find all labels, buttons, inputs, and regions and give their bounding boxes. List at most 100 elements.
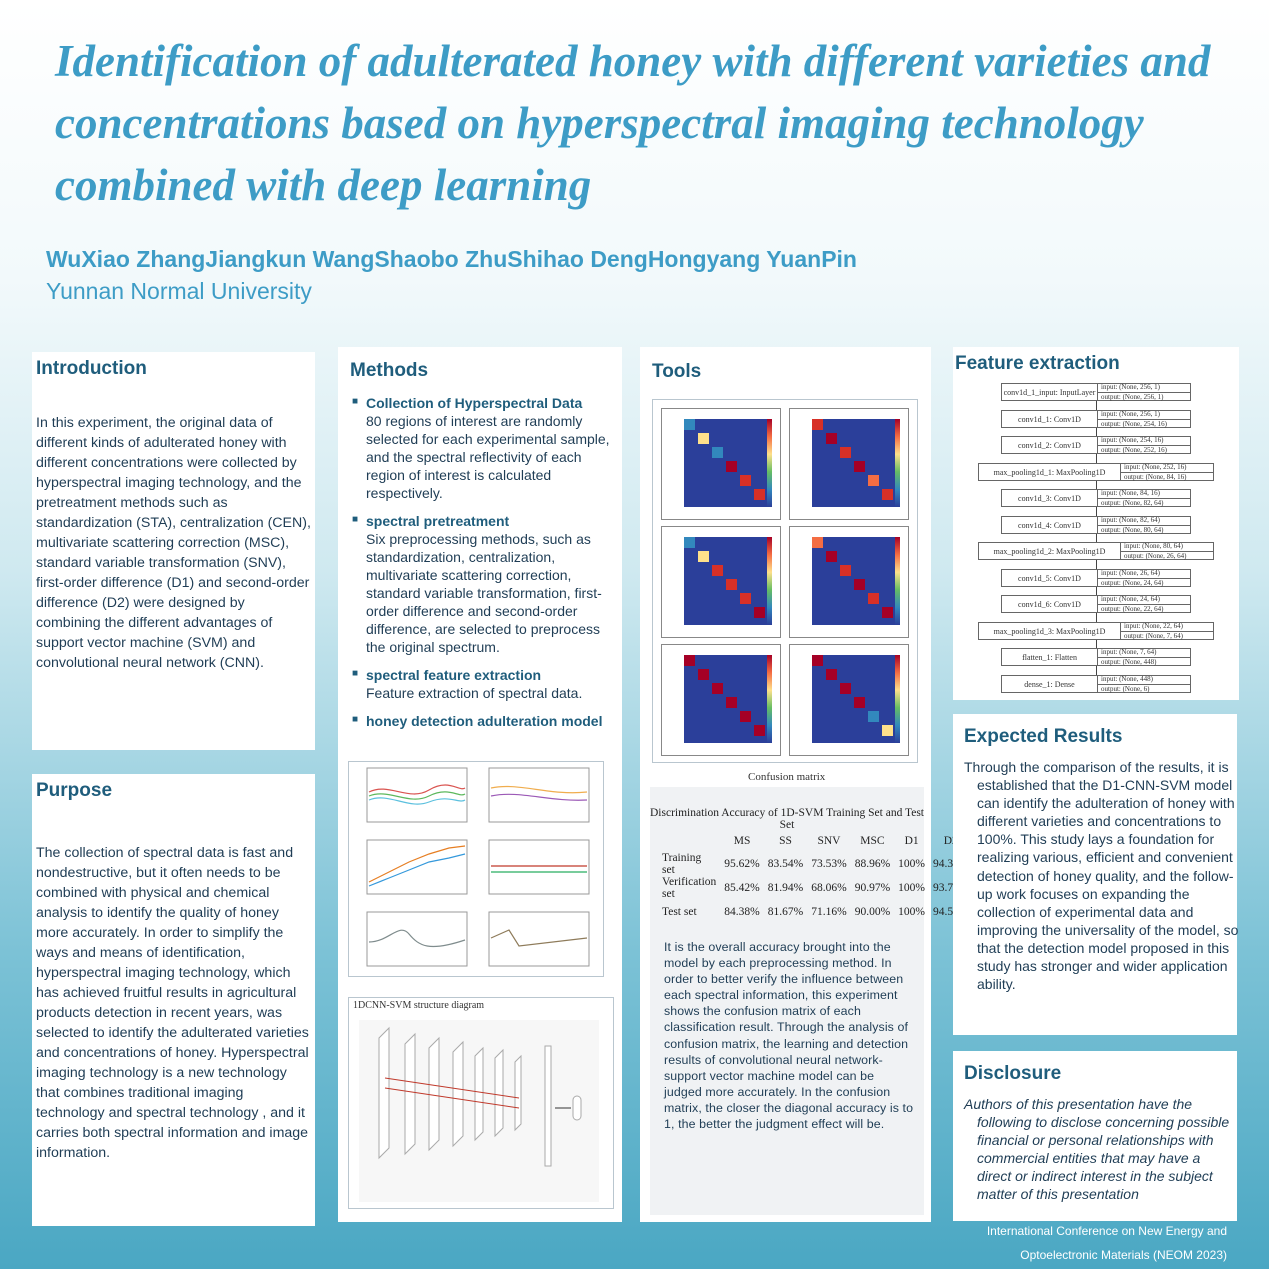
tools-heading: Tools <box>652 361 702 382</box>
matrix-cell <box>868 475 879 486</box>
disclosure-heading: Disclosure <box>964 1063 1062 1084</box>
layer-output-shape: output: (None, 252, 16) <box>1101 445 1167 454</box>
layer-output-shape: output: (None, 22, 64) <box>1101 604 1164 613</box>
layer-input-shape: input: (None, 22, 64) <box>1121 622 1213 632</box>
layer-shapes: input: (None, 84, 16)output: (None, 82, … <box>1098 489 1190 508</box>
matrix-cell <box>882 607 893 618</box>
layer-shapes: input: (None, 256, 1)output: (None, 254,… <box>1098 410 1190 429</box>
diagram-layers <box>359 1020 599 1202</box>
table-cell: Training set <box>662 852 702 876</box>
layer-shapes: input: (None, 448)output: (None, 6) <box>1098 675 1190 694</box>
matrix-cell <box>812 537 823 548</box>
flow-arrow <box>1096 666 1097 675</box>
layer-input-shape: input: (None, 252, 16) <box>1121 463 1213 473</box>
matrix-cell <box>812 655 823 666</box>
layer-name: max_pooling1d_3: MaxPooling1D <box>979 623 1121 639</box>
layer-output-shape: output: (None, 80, 64) <box>1101 525 1164 534</box>
methods-item-title: Collection of Hyperspectral Data <box>366 395 583 411</box>
layer-input-shape: input: (None, 256, 1) <box>1098 383 1190 393</box>
matrix-cell <box>840 683 851 694</box>
flow-arrow <box>1096 587 1097 596</box>
layer-name: max_pooling1d_2: MaxPooling1D <box>979 543 1121 559</box>
matrix-cell <box>740 593 751 604</box>
matrix-cell <box>712 565 723 576</box>
layer-input-shape: input: (None, 80, 64) <box>1121 542 1213 552</box>
methods-item-title: spectral feature extraction <box>366 667 542 683</box>
layer-name: conv1d_2: Conv1D <box>1002 437 1098 453</box>
tools-panel: Tools <box>640 347 968 1222</box>
layer-shapes: input: (None, 256, 1)output: (None, 256,… <box>1098 383 1190 402</box>
layer-output-shape: output: (None, 256, 1) <box>1101 392 1164 401</box>
colorbar <box>895 537 900 625</box>
layer-shapes: input: (None, 22, 64)output: (None, 7, 6… <box>1121 622 1213 641</box>
layer-shapes: input: (None, 7, 64)output: (None, 448) <box>1098 648 1190 667</box>
layer-name: flatten_1: Flatten <box>1002 649 1098 665</box>
matrix-cell <box>868 593 879 604</box>
layer-name: max_pooling1d_1: MaxPooling1D <box>979 464 1121 480</box>
matrix-cell <box>854 579 865 590</box>
table-cell: Test set <box>662 905 697 918</box>
matrix-cell <box>684 419 695 430</box>
layer-output-shape: output: (None, 7, 64) <box>1124 631 1183 640</box>
layer-name: conv1d_5: Conv1D <box>1002 570 1098 586</box>
layer-output-shape: output: (None, 448) <box>1101 657 1157 666</box>
layer-name: dense_1: Dense <box>1002 676 1098 692</box>
purpose-panel: Purpose The collection of spectral data … <box>32 774 315 1226</box>
table-cell: 85.42% <box>724 882 760 894</box>
matrix-cell <box>882 725 893 736</box>
feature-extraction-heading: Feature extraction <box>955 353 1120 374</box>
table-cell: 83.54% <box>767 858 804 870</box>
table-header-cell: MS <box>733 834 751 847</box>
layer-output-shape: output: (None, 254, 16) <box>1101 419 1167 428</box>
matrix-cell <box>754 607 765 618</box>
table-cell: 100% <box>898 882 926 894</box>
layer-output-shape: output: (None, 82, 64) <box>1101 498 1164 507</box>
flow-arrow <box>1096 560 1097 569</box>
tools-text: It is the overall accuracy brought into … <box>664 940 914 1132</box>
matrix-cell <box>826 551 837 562</box>
confusion-matrix-d1 <box>661 644 781 756</box>
layer-name: conv1d_1: Conv1D <box>1002 411 1098 427</box>
affiliation: Yunnan Normal University <box>46 278 312 304</box>
colorbar <box>895 655 900 743</box>
matrix-cell <box>698 551 709 562</box>
table-cell: 73.53% <box>811 858 847 870</box>
methods-heading: Methods <box>350 360 429 381</box>
disclosure-panel: Disclosure Authors of this presentation … <box>953 1051 1237 1221</box>
layer-input-shape: input: (None, 82, 64) <box>1098 516 1190 526</box>
layer-name: conv1d_6: Conv1D <box>1002 596 1098 612</box>
layer-input-shape: input: (None, 84, 16) <box>1098 489 1190 499</box>
matrix-cell <box>868 711 879 722</box>
methods-item-desc: Six preprocessing methods, such as stand… <box>366 531 602 655</box>
bullet-icon: ■ <box>352 396 359 407</box>
matrix-cell <box>840 565 851 576</box>
table-header-row: MS SS SNV MSC D1 D2 <box>658 829 972 852</box>
matrix-cell <box>754 725 765 736</box>
flow-arrow <box>1096 481 1097 490</box>
colorbar <box>895 419 900 507</box>
matrix-cell <box>840 447 851 458</box>
table-header-cell: MSC <box>860 834 885 847</box>
matrix-cell <box>684 537 695 548</box>
expected-results-text: Through the comparison of the results, i… <box>964 759 1239 993</box>
matrix-cell <box>698 433 709 444</box>
matrix-cell <box>712 683 723 694</box>
authors: WuXiao ZhangJiangkun WangShaobo ZhuShiha… <box>46 246 857 272</box>
layer-shapes: input: (None, 82, 64)output: (None, 80, … <box>1098 516 1190 535</box>
accuracy-table: MS SS SNV MSC D1 D2 Training set 95.62% … <box>658 829 972 923</box>
matrix-cell <box>812 419 823 430</box>
matrix-cell <box>826 433 837 444</box>
layer-input-shape: input: (None, 254, 16) <box>1098 436 1190 446</box>
methods-item-title: honey detection adulteration model <box>366 713 603 729</box>
flow-arrow <box>1096 613 1097 622</box>
methods-item: ■ honey detection adulteration model <box>342 712 612 730</box>
colorbar <box>767 537 772 625</box>
confusion-matrix-figure <box>652 399 918 763</box>
layer-shapes: input: (None, 26, 64)output: (None, 24, … <box>1098 569 1190 588</box>
table-row: Test set 84.38% 81.67% 71.16% 90.00% 100… <box>658 900 972 923</box>
